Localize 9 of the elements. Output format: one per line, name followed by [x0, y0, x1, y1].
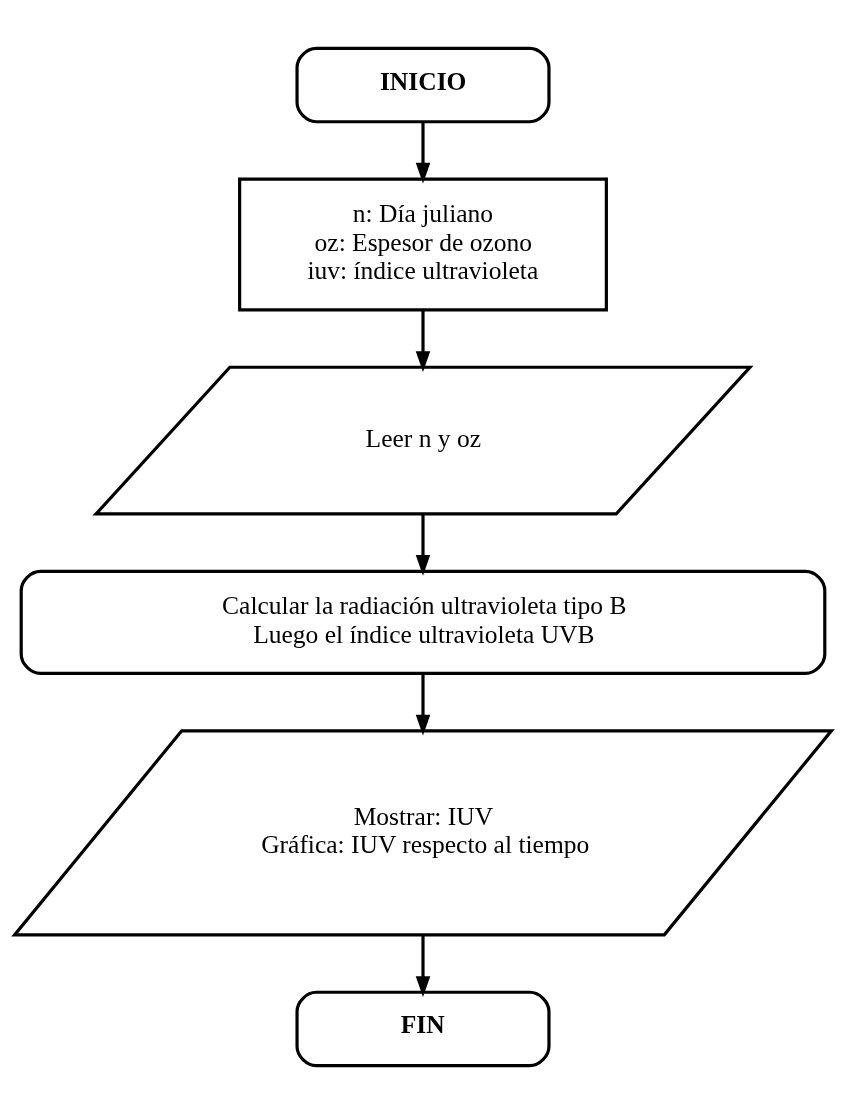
arrow: [415, 934, 431, 997]
arrow: [415, 673, 431, 736]
node-box: n: Día juliano oz: Espesor de ozono iuv: índice ultravioleta: [238, 177, 608, 311]
arrow: [415, 121, 431, 184]
node-box: INICIO: [295, 46, 551, 123]
arrow: [415, 309, 431, 372]
node-box: Calcular la radiación ultravioleta tipo B Luego el índice ultravioleta UVB: [19, 569, 827, 675]
node-box: FIN: [295, 990, 551, 1067]
arrow: [415, 513, 431, 576]
